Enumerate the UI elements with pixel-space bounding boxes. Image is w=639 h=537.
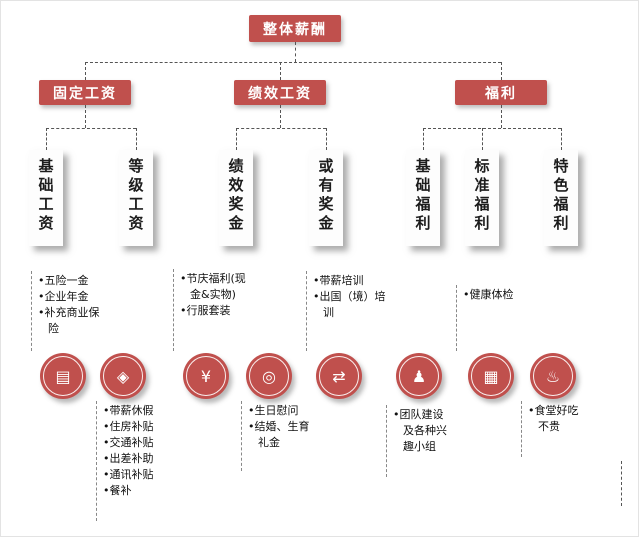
id-card-icon: ▦ [483,366,499,386]
node-welfare: 福利 [455,80,547,105]
connector-line [85,105,86,128]
benefit-circle: ◈ [100,353,146,399]
connector-line [482,128,483,150]
gift-icon: ◈ [116,366,130,386]
benefit-item: 行服套装 [180,303,246,319]
connector-line [236,128,237,150]
benefit-circle: ⇄ [316,353,362,399]
benefit-list-gifts: 生日慰问 结婚、生育礼金 [241,401,310,471]
connector-line [501,105,502,128]
benefit-list-allowances: 带薪休假 住房补贴 交通补贴 出差补助 通讯补贴 餐补 [96,401,165,521]
benefit-item: 生日慰问 [248,403,310,419]
benefit-circle: ▦ [468,353,514,399]
benefit-circle: ▤ [40,353,86,399]
benefit-item: 补充商业保险 [38,305,100,337]
connector-line [280,105,281,128]
insurance-card-icon: ▤ [55,366,71,386]
connector-line [501,62,502,80]
connector-line [85,62,501,63]
node-contingent-bonus: 或有奖金 [309,150,343,246]
benefit-item: 出差补助 [103,451,165,467]
connector-line [85,62,86,80]
connector-line [46,128,47,150]
benefit-item: 结婚、生育礼金 [248,419,310,451]
benefit-circle: ¥ [183,353,229,399]
connector-line [46,128,136,129]
person-icon: ♟ [411,366,427,386]
benefit-item: 通讯补贴 [103,467,165,483]
benefit-item: 食堂好吃不贵 [528,403,584,435]
connector-line [136,128,137,150]
connector-line [423,128,424,150]
benefit-list-training: 带薪培训 出国（境）培训 [306,271,387,351]
exchange-arrows-icon: ⇄ [332,366,346,386]
benefit-list-insurance: 五险一金 企业年金 补充商业保险 [31,271,100,351]
node-performance-salary: 绩效工资 [234,80,326,105]
benefit-item: 餐补 [103,483,165,499]
benefit-circle: ◎ [246,353,292,399]
benefit-item: 交通补贴 [103,435,165,451]
benefit-item: 企业年金 [38,289,100,305]
benefit-item: 带薪休假 [103,403,165,419]
benefit-item: 出国（境）培训 [313,289,387,321]
node-label: 特色福利 [551,158,570,234]
node-basic-welfare: 基础福利 [406,150,440,246]
benefit-item: 健康体检 [463,287,525,303]
benefit-list-canteen: 食堂好吃不贵 [521,401,584,457]
target-icon: ◎ [262,366,276,386]
benefit-item: 住房补贴 [103,419,165,435]
node-label: 或有奖金 [316,158,335,234]
benefit-list-team: 团队建设及各种兴趣小组 [386,405,453,477]
node-label: 等级工资 [126,158,145,234]
benefit-item: 五险一金 [38,273,100,289]
node-basic-salary: 基础工资 [29,150,63,246]
benefit-item: 团队建设及各种兴趣小组 [393,407,453,455]
benefit-circle: ♨ [530,353,576,399]
node-label: 基础工资 [36,158,55,234]
benefit-list-festival: 节庆福利(现金&实物) 行服套装 [173,269,246,351]
benefit-circle: ♟ [396,353,442,399]
benefit-list-health: 健康体检 [456,285,525,351]
connector-line [621,461,622,506]
benefit-item: 节庆福利(现金&实物) [180,271,246,303]
connector-line [326,128,327,150]
connector-line [236,128,326,129]
node-special-welfare: 特色福利 [544,150,578,246]
node-total-compensation: 整体薪酬 [249,15,341,42]
node-grade-salary: 等级工资 [119,150,153,246]
node-fixed-salary: 固定工资 [39,80,131,105]
canteen-icon: ♨ [545,366,561,386]
connector-line [295,42,296,62]
connector-line [561,128,562,150]
money-bag-icon: ¥ [200,366,212,386]
benefit-item: 带薪培训 [313,273,387,289]
node-label: 标准福利 [472,158,491,234]
node-label: 基础福利 [413,158,432,234]
node-performance-bonus: 绩效奖金 [219,150,253,246]
node-label: 绩效奖金 [226,158,245,234]
node-standard-welfare: 标准福利 [465,150,499,246]
connector-line [280,62,281,80]
connector-line [423,128,561,129]
